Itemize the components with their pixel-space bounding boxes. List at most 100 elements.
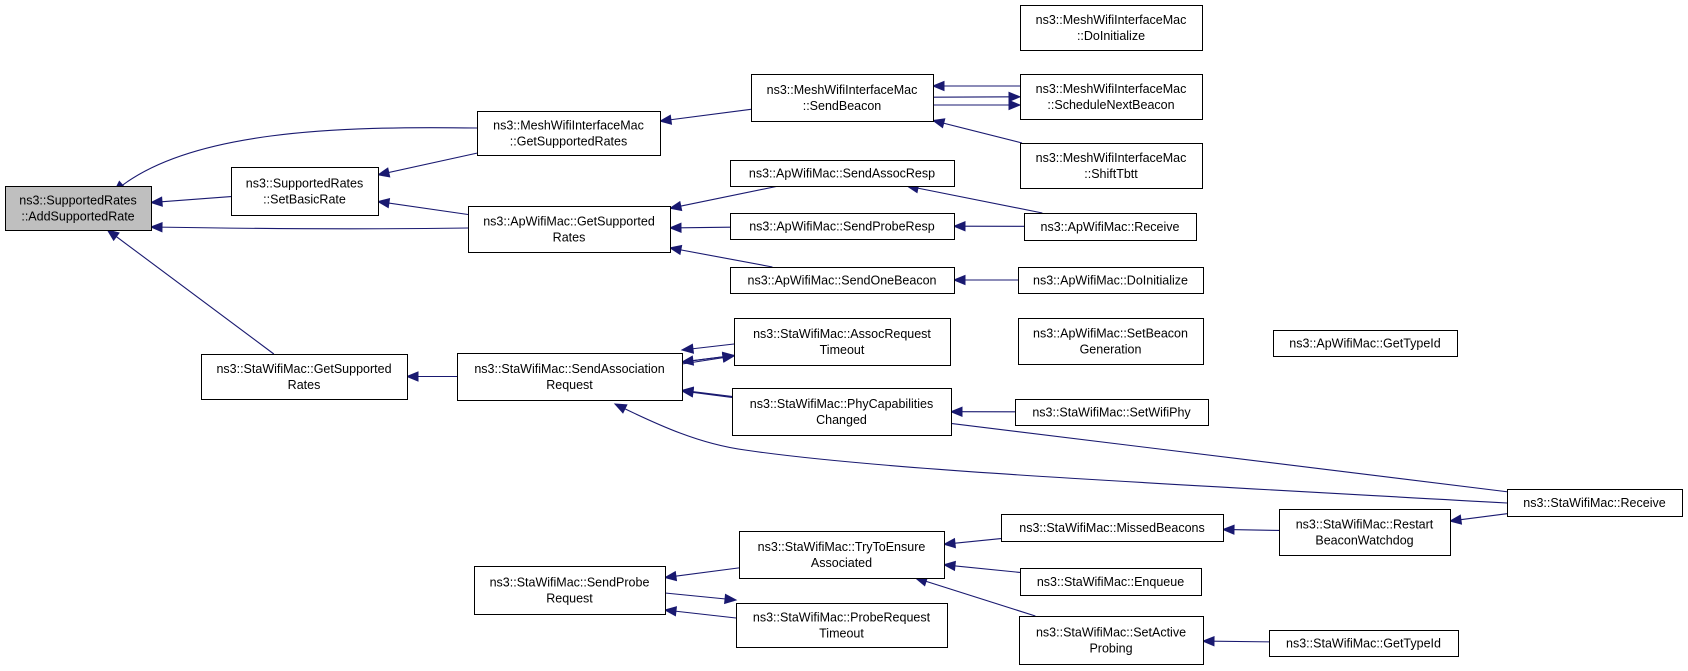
node-label-line: ns3::MeshWifiInterfaceMac xyxy=(493,119,644,133)
node-label-line: ns3::ApWifiMac::SendProbeResp xyxy=(749,220,935,234)
node-label-line: Timeout xyxy=(819,627,864,641)
edge-line xyxy=(377,152,478,176)
edge-n5-to-n2 xyxy=(658,108,752,125)
edge-n3-to-n1 xyxy=(376,198,469,216)
edges-layer xyxy=(106,80,1508,647)
root-function-node[interactable]: ns3::SupportedRates::AddSupportedRate xyxy=(5,186,152,231)
edge-line xyxy=(150,195,232,204)
edge-line xyxy=(107,229,275,355)
function-node[interactable]: ns3::ApWifiMac::SendOneBeacon xyxy=(730,267,955,294)
node-label-line: Associated xyxy=(811,556,872,570)
node-box xyxy=(1015,399,1209,426)
function-node[interactable]: ns3::StaWifiMac::GetSupportedRates xyxy=(201,354,408,400)
function-node[interactable]: ns3::ApWifiMac::GetTypeId xyxy=(1273,330,1458,357)
node-box xyxy=(1020,74,1203,120)
node-box xyxy=(468,206,671,253)
node-label-line: ns3::StaWifiMac::GetSupported xyxy=(216,362,391,376)
edge-line xyxy=(915,577,1036,617)
node-label-line: ns3::ApWifiMac::SetBeacon xyxy=(1033,327,1188,341)
function-node[interactable]: ns3::MeshWifiInterfaceMac::GetSupportedR… xyxy=(477,111,661,156)
function-node[interactable]: ns3::ApWifiMac::Receive xyxy=(1024,213,1197,241)
function-node[interactable]: ns3::MeshWifiInterfaceMac::ShiftTbtt xyxy=(1020,143,1203,189)
node-box xyxy=(734,318,951,366)
function-node[interactable]: ns3::MeshWifiInterfaceMac::ScheduleNextB… xyxy=(1020,74,1203,120)
arrow-head xyxy=(1448,514,1463,525)
arrow-head xyxy=(668,244,683,256)
node-label-line: ns3::ApWifiMac::GetTypeId xyxy=(1289,337,1440,351)
node-box xyxy=(1020,568,1202,596)
arrow-head xyxy=(405,371,419,382)
edge-n26-to-n22 xyxy=(942,560,1021,573)
function-node[interactable]: ns3::ApWifiMac::DoInitialize xyxy=(1018,267,1204,294)
arrow-head xyxy=(680,386,695,397)
edge-n22-to-n21 xyxy=(663,567,740,582)
function-node[interactable]: ns3::ApWifiMac::SendProbeResp xyxy=(730,213,955,240)
function-node[interactable]: ns3::StaWifiMac::GetTypeId xyxy=(1269,630,1459,657)
node-label-line: ns3::StaWifiMac::AssocRequest xyxy=(753,327,931,341)
node-label-line: Timeout xyxy=(820,343,865,357)
nodes-layer: ns3::SupportedRates::AddSupportedRatens3… xyxy=(5,5,1683,665)
function-node[interactable]: ns3::SupportedRates::SetBasicRate xyxy=(231,167,379,216)
edge-line xyxy=(659,108,752,122)
function-node[interactable]: ns3::StaWifiMac::Enqueue xyxy=(1020,568,1202,596)
edge-n28-to-n27 xyxy=(1201,635,1270,647)
arrow-head xyxy=(952,220,966,232)
function-node[interactable]: ns3::MeshWifiInterfaceMac::DoInitialize xyxy=(1020,5,1203,51)
edge-n19-to-n18 xyxy=(949,406,1016,417)
edge-line xyxy=(150,226,469,230)
edge-n21-to-n4 xyxy=(613,403,1508,504)
arrow-head xyxy=(376,198,391,209)
edge-line xyxy=(377,201,469,216)
node-label-line: Changed xyxy=(816,413,867,427)
edge-line xyxy=(669,185,779,209)
function-node[interactable]: ns3::ApWifiMac::SendAssocResp xyxy=(730,160,955,187)
edge-n5-to-n7 xyxy=(932,91,1022,103)
node-label-line: ns3::MeshWifiInterfaceMac xyxy=(1036,151,1187,165)
edge-n16-to-n17 xyxy=(681,351,736,363)
function-node[interactable]: ns3::MeshWifiInterfaceMac::SendBeacon xyxy=(751,74,934,122)
node-box xyxy=(201,354,408,400)
function-node[interactable]: ns3::StaWifiMac::SetWifiPhy xyxy=(1015,399,1209,426)
function-node[interactable]: ns3::StaWifiMac::MissedBeacons xyxy=(1001,514,1224,542)
node-box xyxy=(457,353,683,401)
node-label-line: ns3::StaWifiMac::SendAssociation xyxy=(474,362,664,376)
node-label-line: ::DoInitialize xyxy=(1077,29,1145,43)
node-label-line: Rates xyxy=(553,231,586,245)
node-label-line: ns3::ApWifiMac::Receive xyxy=(1041,220,1180,234)
node-label-line: ::ShiftTbtt xyxy=(1084,167,1138,181)
node-label-line: ns3::MeshWifiInterfaceMac xyxy=(1036,82,1187,96)
function-node[interactable]: ns3::ApWifiMac::GetSupportedRates xyxy=(468,206,671,253)
edge-n8-to-n5 xyxy=(931,118,1023,144)
function-node[interactable]: ns3::StaWifiMac::Receive xyxy=(1507,489,1683,517)
arrow-head xyxy=(663,570,678,582)
edge-line xyxy=(664,567,740,579)
node-label-line: ns3::StaWifiMac::TryToEnsure xyxy=(758,540,926,554)
node-box xyxy=(730,160,955,187)
node-label-line: BeaconWatchdog xyxy=(1315,534,1413,548)
arrow-head xyxy=(149,196,163,207)
edge-n24-to-n22 xyxy=(942,537,1002,549)
node-label-line: ns3::StaWifiMac::MissedBeacons xyxy=(1019,521,1205,535)
node-label-line: ns3::ApWifiMac::DoInitialize xyxy=(1033,274,1188,288)
edge-n1-to-n0 xyxy=(149,195,232,207)
node-label-line: ns3::StaWifiMac::PhyCapabilities xyxy=(750,397,933,411)
node-label-line: ns3::StaWifiMac::ProbeRequest xyxy=(753,611,931,625)
node-label-line: ns3::ApWifiMac::SendAssocResp xyxy=(749,167,935,181)
node-box xyxy=(730,213,955,240)
edge-n10-to-n3 xyxy=(668,222,731,234)
node-label-line: Probing xyxy=(1089,642,1132,656)
node-label-line: ns3::SupportedRates xyxy=(246,177,363,191)
node-box xyxy=(1269,630,1459,657)
arrow-head xyxy=(952,274,966,286)
arrow-head xyxy=(942,560,956,572)
